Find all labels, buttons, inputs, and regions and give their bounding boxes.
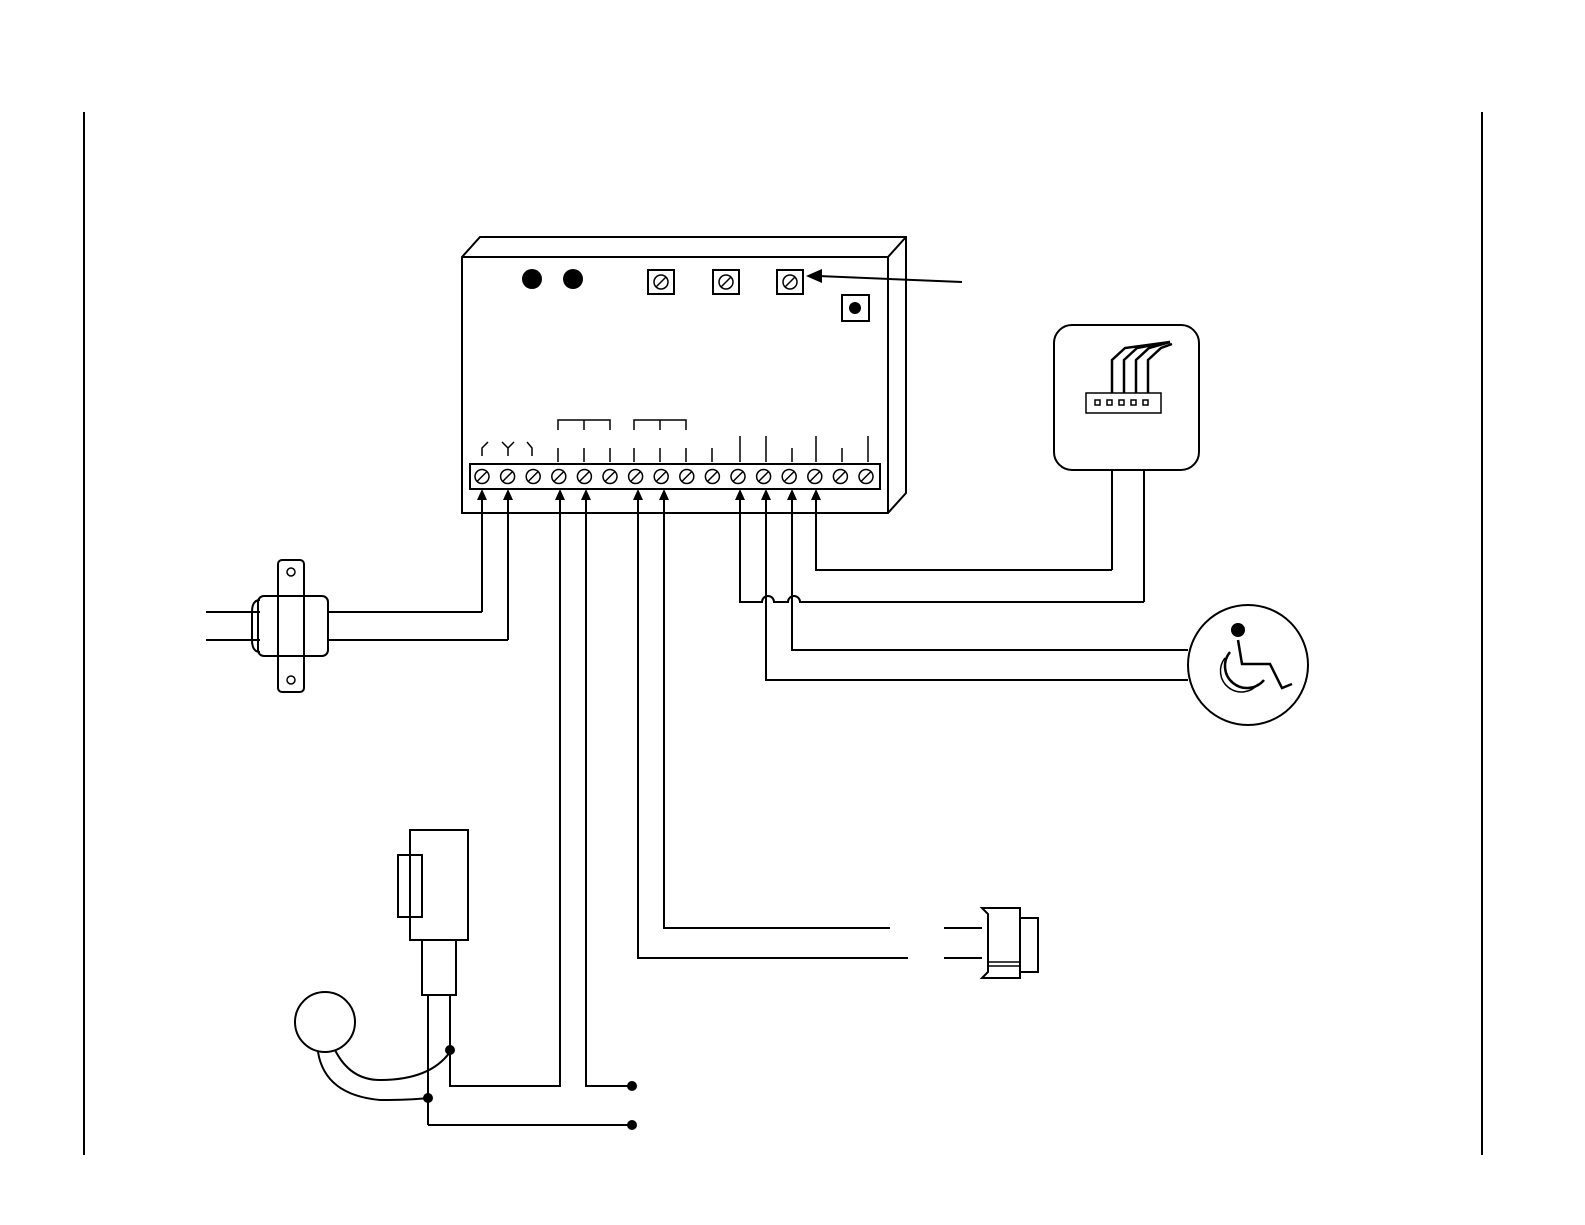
transformer-wires	[477, 489, 513, 640]
wire-end-terminal	[627, 1120, 637, 1130]
wire-end-terminal	[627, 1081, 637, 1091]
control-unit	[462, 237, 906, 513]
keypad-pin	[1131, 400, 1136, 405]
terminal-screw-icon	[808, 470, 822, 484]
potentiometer-icon[interactable]	[648, 270, 674, 294]
terminal-screw-icon	[731, 470, 745, 484]
led-indicator-icon	[563, 269, 583, 289]
accessibility-wires	[761, 489, 1188, 680]
terminal-screw-icon	[833, 470, 847, 484]
terminal-screw-icon	[782, 470, 796, 484]
plug-connector-icon	[982, 908, 1038, 978]
keypad-pin	[1107, 400, 1112, 405]
keypad-pin	[1095, 400, 1100, 405]
keypad-wires	[735, 489, 1144, 602]
terminal-block	[470, 464, 880, 489]
terminal-screw-icon	[680, 470, 694, 484]
led-indicator-icon	[522, 269, 542, 289]
terminal-screw-icon	[603, 470, 617, 484]
potentiometer-icon[interactable]	[777, 270, 803, 294]
sensor	[295, 992, 455, 1103]
terminal-screw-icon	[577, 470, 591, 484]
terminal-screw-icon	[654, 470, 668, 484]
terminal-screw-icon	[757, 470, 771, 484]
terminal-screw-icon	[501, 470, 515, 484]
keypad-pin	[1119, 400, 1124, 405]
potentiometer-icon[interactable]	[713, 270, 739, 294]
accessibility-button[interactable]	[1188, 605, 1308, 725]
terminal-screw-icon	[552, 470, 566, 484]
terminal-screw-icon	[526, 470, 540, 484]
keypad	[1054, 325, 1199, 602]
connector	[633, 489, 1038, 978]
wheelchair-icon	[1220, 623, 1292, 692]
power-transformer	[206, 560, 508, 692]
sensor-icon	[295, 992, 355, 1052]
terminal-screw-icon	[475, 470, 489, 484]
door-lock	[398, 830, 468, 1125]
callout-arrow	[806, 269, 962, 283]
push-button-icon[interactable]	[842, 295, 869, 321]
terminal-screw-icon	[629, 470, 643, 484]
keypad-pin	[1143, 400, 1148, 405]
terminal-screw-icon	[859, 470, 873, 484]
lock-wires	[428, 489, 637, 1130]
terminal-screw-icon	[705, 470, 719, 484]
